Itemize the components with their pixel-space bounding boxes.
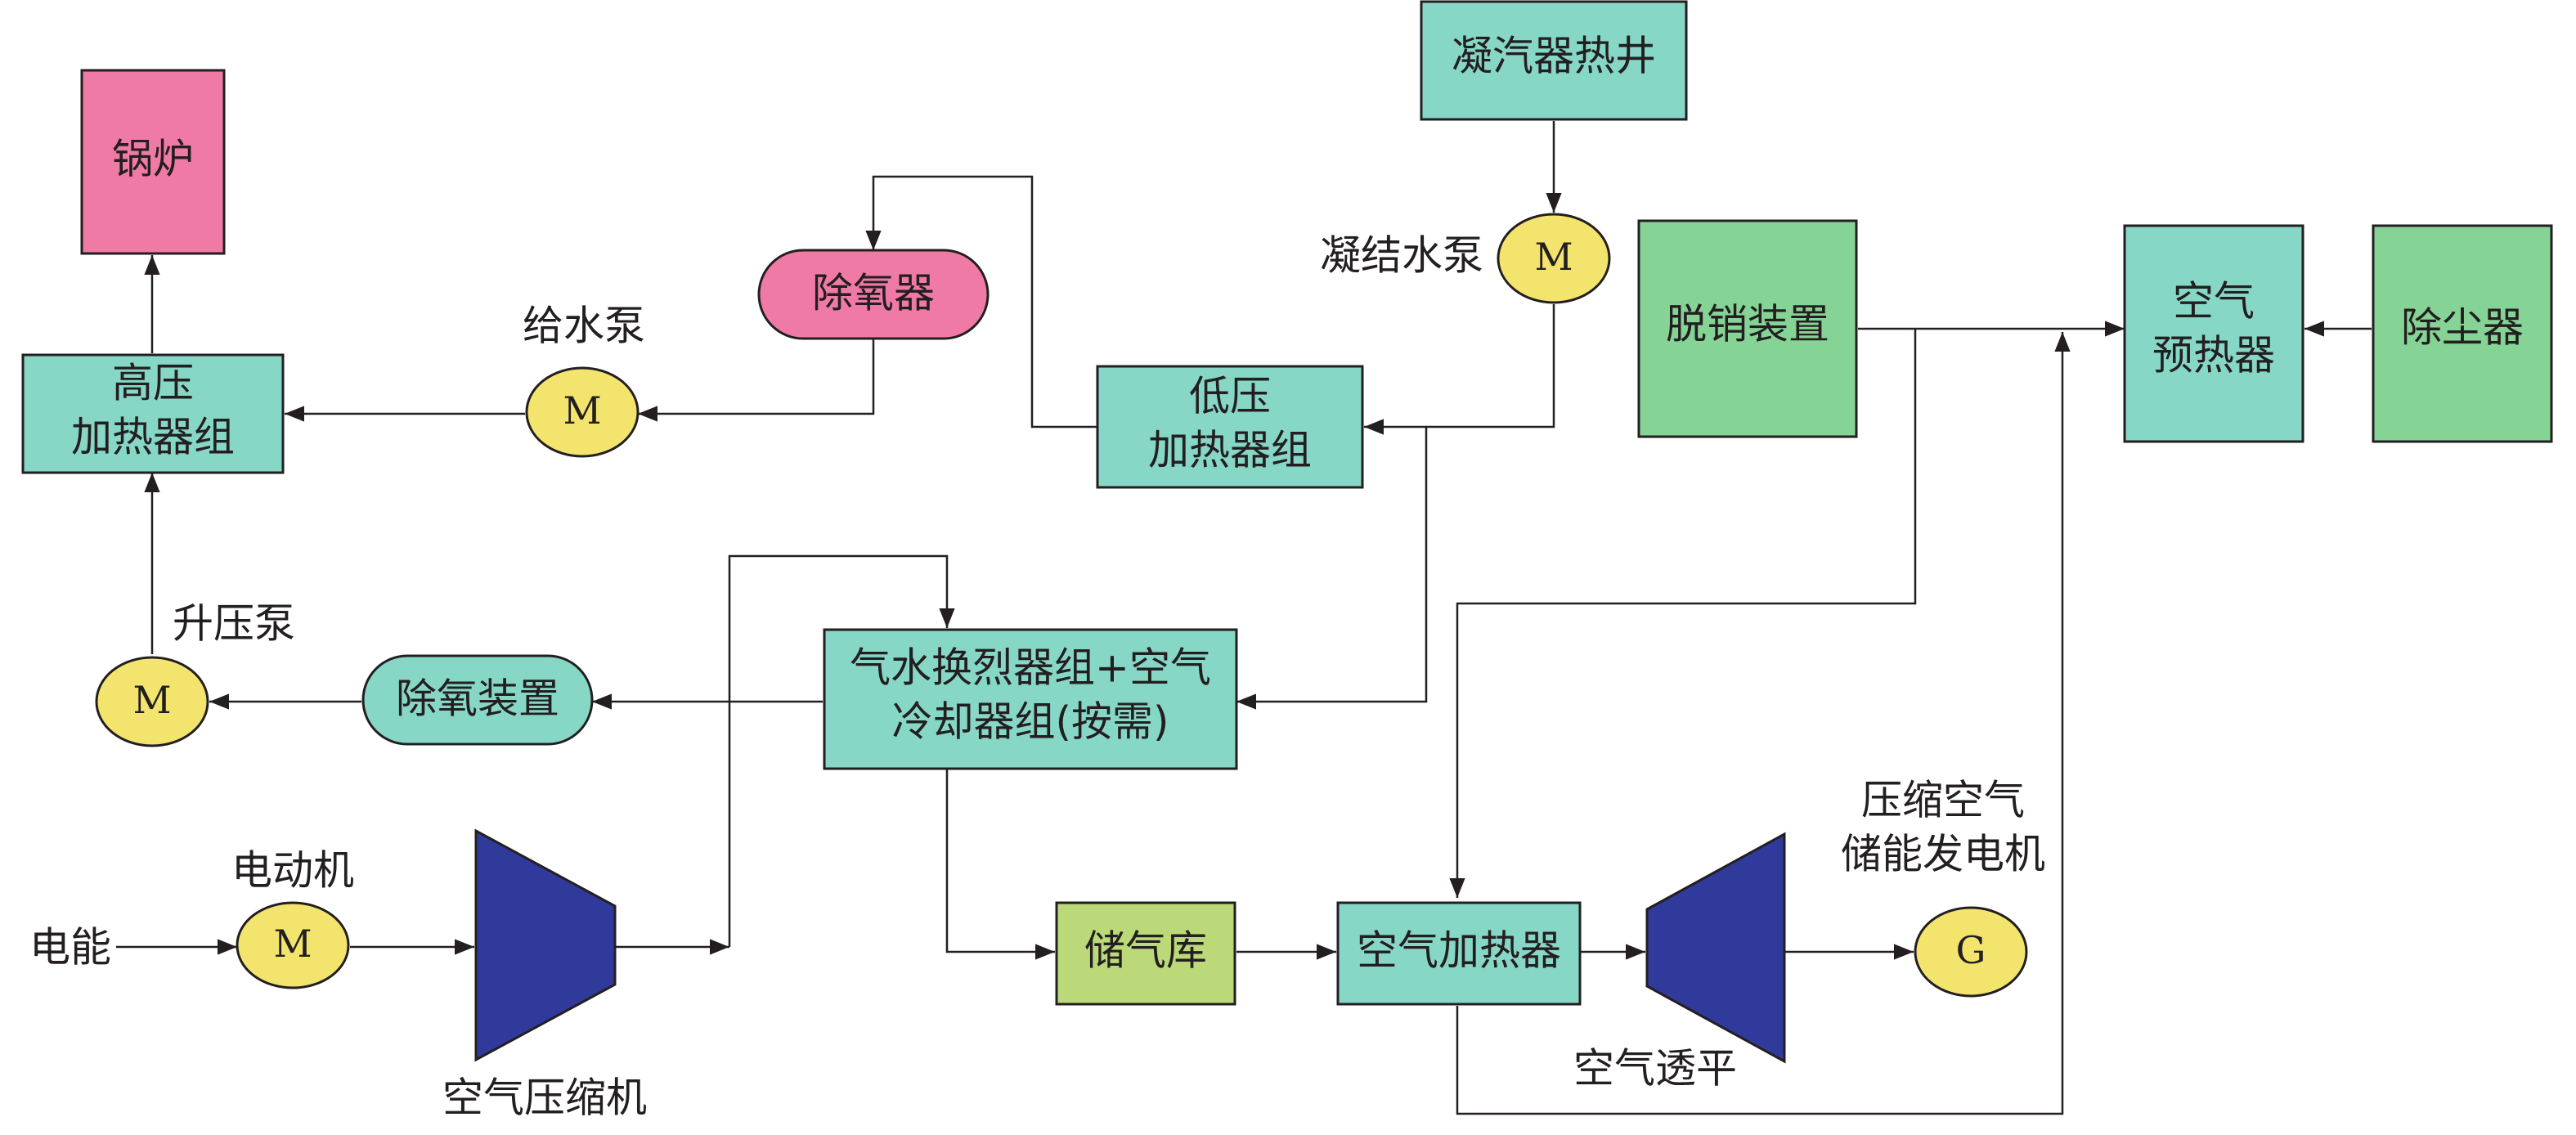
dust-collector-label: 除尘器 bbox=[2401, 304, 2524, 352]
denox-label: 脱销装置 bbox=[1666, 301, 1829, 348]
compressor-motor-symbol: M bbox=[273, 922, 312, 966]
air-preheater-label-1: 空气 bbox=[2173, 278, 2255, 325]
gas-storage-label: 储气库 bbox=[1084, 927, 1207, 975]
boiler-label: 锅炉 bbox=[112, 136, 194, 183]
condensate-pump-motor: M bbox=[1497, 213, 1611, 304]
condensate-pump-label: 凝结水泵 bbox=[1320, 232, 1483, 280]
feed-pump-motor: M bbox=[525, 366, 640, 458]
line-condensate-to-exchanger bbox=[1236, 427, 1428, 710]
condenser-hotwell-box: 凝汽器热井 bbox=[1420, 0, 1688, 121]
exchanger-label-2: 冷却器组(按需) bbox=[891, 698, 1169, 746]
deaeration-unit-label: 除氧装置 bbox=[396, 675, 559, 723]
boost-pump-motor: M bbox=[95, 656, 209, 747]
air-preheater-label-2: 预热器 bbox=[2152, 332, 2275, 379]
motor-label: 电动机 bbox=[231, 847, 354, 895]
caes-generator-label-2: 储能发电机 bbox=[1841, 831, 2045, 878]
hp-heater-label-2: 加热器组 bbox=[71, 414, 235, 461]
gas-storage-box: 储气库 bbox=[1055, 901, 1236, 1006]
line-air-heater-to-preheater bbox=[1456, 332, 2071, 1115]
generator: G bbox=[1914, 906, 2028, 998]
line-deaerator-to-feed-pump bbox=[638, 339, 875, 422]
line-exchanger-to-gas-storage bbox=[945, 769, 1055, 960]
dust-collector-box: 除尘器 bbox=[2372, 224, 2553, 443]
exchanger-label-1: 气水换烈器组+空气 bbox=[850, 644, 1211, 692]
boost-pump-motor-symbol: M bbox=[132, 678, 171, 722]
air-turbine-shape bbox=[1645, 832, 1786, 1064]
deaeration-unit-box: 除氧装置 bbox=[361, 654, 594, 746]
hp-heater-box: 高压 加热器组 bbox=[21, 353, 285, 474]
condenser-hotwell-label: 凝汽器热井 bbox=[1452, 33, 1656, 80]
feed-pump-motor-symbol: M bbox=[563, 388, 601, 433]
lp-heater-label-2: 加热器组 bbox=[1148, 427, 1312, 474]
air-turbine-label: 空气透平 bbox=[1573, 1045, 1737, 1092]
line-compressor-to-exchanger bbox=[728, 554, 955, 947]
deaerator-box: 除氧器 bbox=[757, 249, 990, 340]
compressor-motor: M bbox=[236, 901, 350, 989]
air-heater-label: 空气加热器 bbox=[1357, 927, 1561, 975]
air-preheater-box: 空气 预热器 bbox=[2123, 224, 2304, 443]
boiler-box: 锅炉 bbox=[80, 69, 226, 255]
line-condensate-pump-to-lp-heater bbox=[1364, 304, 1555, 435]
line-lp-heater-to-deaerator bbox=[865, 175, 1097, 428]
exchanger-box: 气水换烈器组+空气 冷却器组(按需) bbox=[823, 628, 1238, 770]
denox-box: 脱销装置 bbox=[1637, 219, 1858, 438]
flow-lines bbox=[116, 121, 2372, 1115]
lp-heater-box: 低压 加热器组 bbox=[1096, 365, 1364, 489]
line-denox-to-air-heater bbox=[1449, 329, 1917, 898]
air-compressor-shape bbox=[474, 828, 617, 1062]
hp-heater-label-1: 高压 bbox=[112, 360, 194, 407]
caes-generator-label-1: 压缩空气 bbox=[1861, 777, 2025, 824]
electric-power-label: 电能 bbox=[29, 924, 111, 971]
generator-symbol: G bbox=[1956, 928, 1986, 972]
condensate-pump-motor-symbol: M bbox=[1534, 235, 1573, 279]
boost-pump-label: 升压泵 bbox=[173, 600, 295, 648]
air-heater-box: 空气加热器 bbox=[1336, 901, 1582, 1006]
air-compressor-label: 空气压缩机 bbox=[442, 1074, 647, 1122]
deaerator-label: 除氧器 bbox=[812, 270, 935, 317]
feed-pump-label: 给水泵 bbox=[523, 303, 645, 350]
lp-heater-label-1: 低压 bbox=[1189, 373, 1271, 420]
